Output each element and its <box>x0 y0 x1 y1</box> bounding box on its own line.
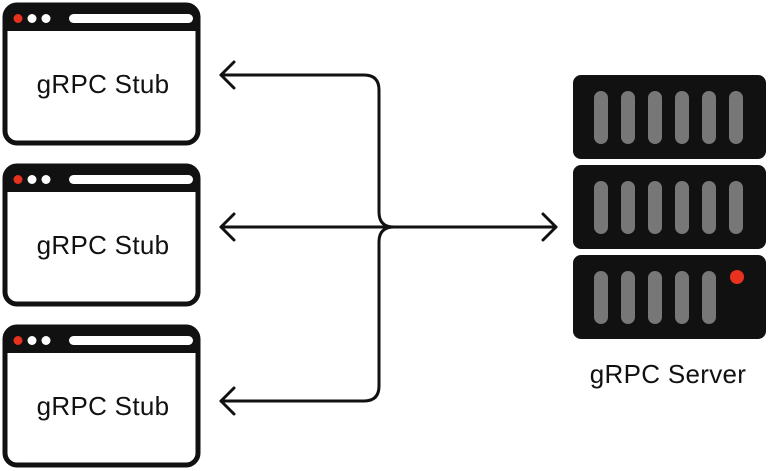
server-slot <box>729 181 743 234</box>
server-slot <box>594 91 608 144</box>
server-slot <box>648 91 662 144</box>
server-slot <box>702 91 716 144</box>
client-stub-label-2: gRPC Stub <box>36 230 170 260</box>
server-slot <box>702 181 716 234</box>
connection-lines <box>219 60 558 416</box>
window-maximize-dot <box>41 336 51 345</box>
window-address-bar <box>69 336 193 345</box>
server-rack-icon <box>573 75 766 339</box>
client-window-2 <box>2 163 201 307</box>
server-unit-3 <box>573 255 766 339</box>
window-maximize-dot <box>41 14 51 23</box>
client-window-3 <box>2 324 201 468</box>
upper-connector-line <box>219 73 396 229</box>
server-slot <box>648 271 662 324</box>
window-minimize-dot <box>27 336 37 345</box>
client-stub-label-3: gRPC Stub <box>36 391 170 421</box>
window-address-bar <box>69 14 193 23</box>
server-label: gRPC Server <box>589 359 747 389</box>
window-close-dot <box>13 336 23 345</box>
server-slot <box>702 271 716 324</box>
server-slot <box>594 181 608 234</box>
arrowhead-left-icon <box>219 212 236 242</box>
server-slot <box>675 91 689 144</box>
window-maximize-dot <box>41 175 51 184</box>
server-slot <box>675 271 689 324</box>
arrowhead-left-icon <box>219 386 236 416</box>
server-slot <box>675 181 689 234</box>
server-slot <box>594 271 608 324</box>
window-address-bar <box>69 175 193 184</box>
client-window-1 <box>2 2 201 146</box>
server-slot <box>621 91 635 144</box>
window-close-dot <box>13 175 23 184</box>
window-minimize-dot <box>27 14 37 23</box>
window-minimize-dot <box>27 175 37 184</box>
arrowhead-right-icon <box>541 212 558 242</box>
server-unit-2 <box>573 165 766 249</box>
server-status-led-icon <box>730 270 744 284</box>
server-unit-1 <box>573 75 766 159</box>
client-stub-label-1: gRPC Stub <box>36 69 170 99</box>
lower-connector-line <box>219 225 396 403</box>
server-slot <box>621 181 635 234</box>
server-slot <box>729 91 743 144</box>
arrowhead-left-icon <box>219 60 236 90</box>
server-slot <box>621 271 635 324</box>
server-slot <box>648 181 662 234</box>
window-close-dot <box>13 14 23 23</box>
